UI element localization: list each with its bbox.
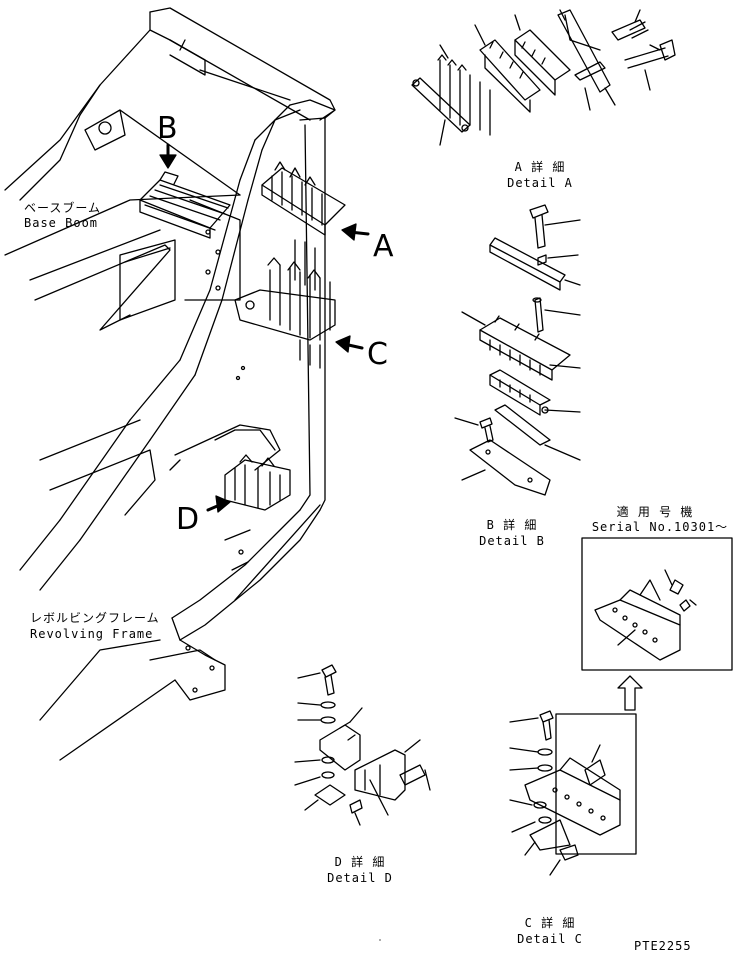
base-boom-label-en: Base Boom: [24, 216, 99, 230]
view-letter-c: C: [367, 337, 388, 372]
clamp-b-on-machine: [139, 171, 231, 239]
detail-c-frame: [555, 713, 637, 855]
detail-a-title-jp: A 詳 細: [514, 160, 566, 174]
view-letter-a: A: [373, 229, 394, 264]
revolving-frame-label-en: Revolving Frame: [30, 627, 154, 641]
serial-label-jp: 適 用 号 機: [616, 505, 694, 519]
up-arrow: [617, 675, 643, 711]
detail-c-drawing: [509, 710, 621, 876]
arrow-b-head: [159, 154, 177, 169]
serial-box: [581, 537, 733, 671]
base-boom-drawing: [4, 7, 336, 331]
serial-label-en: Serial No.10301～: [591, 520, 729, 534]
revolving-frame-drawing: [19, 99, 336, 761]
drawing-code: PTE2255: [634, 939, 692, 953]
detail-d-title-en: Detail D: [327, 871, 393, 885]
clamp-d-on-machine: [214, 429, 291, 511]
detail-b-drawing: [454, 204, 581, 496]
arrow-d-head: [215, 495, 231, 513]
view-letter-d: D: [176, 502, 200, 537]
detail-d-drawing: [294, 664, 431, 826]
base-boom-label-jp: ベースブーム: [24, 201, 102, 215]
clamp-c-on-machine: [234, 257, 336, 369]
clamp-a-on-machine: [261, 161, 346, 291]
view-letter-b: B: [157, 111, 178, 146]
detail-c-title-jp: C 詳 細: [524, 916, 576, 930]
arrow-a-head: [341, 223, 357, 241]
revolving-frame-label-jp: レボルビングフレーム: [30, 611, 160, 625]
detail-a-title-en: Detail A: [507, 176, 573, 190]
detail-c-title-en: Detail C: [517, 932, 583, 946]
serial-box-drawing: [594, 569, 697, 661]
detail-b-title-jp: B 詳 細: [486, 518, 538, 532]
detail-b-title-en: Detail B: [479, 534, 545, 548]
detail-a-drawing: [411, 9, 676, 146]
detail-d-title-jp: D 詳 細: [334, 855, 386, 869]
arrow-c-head: [335, 335, 351, 353]
